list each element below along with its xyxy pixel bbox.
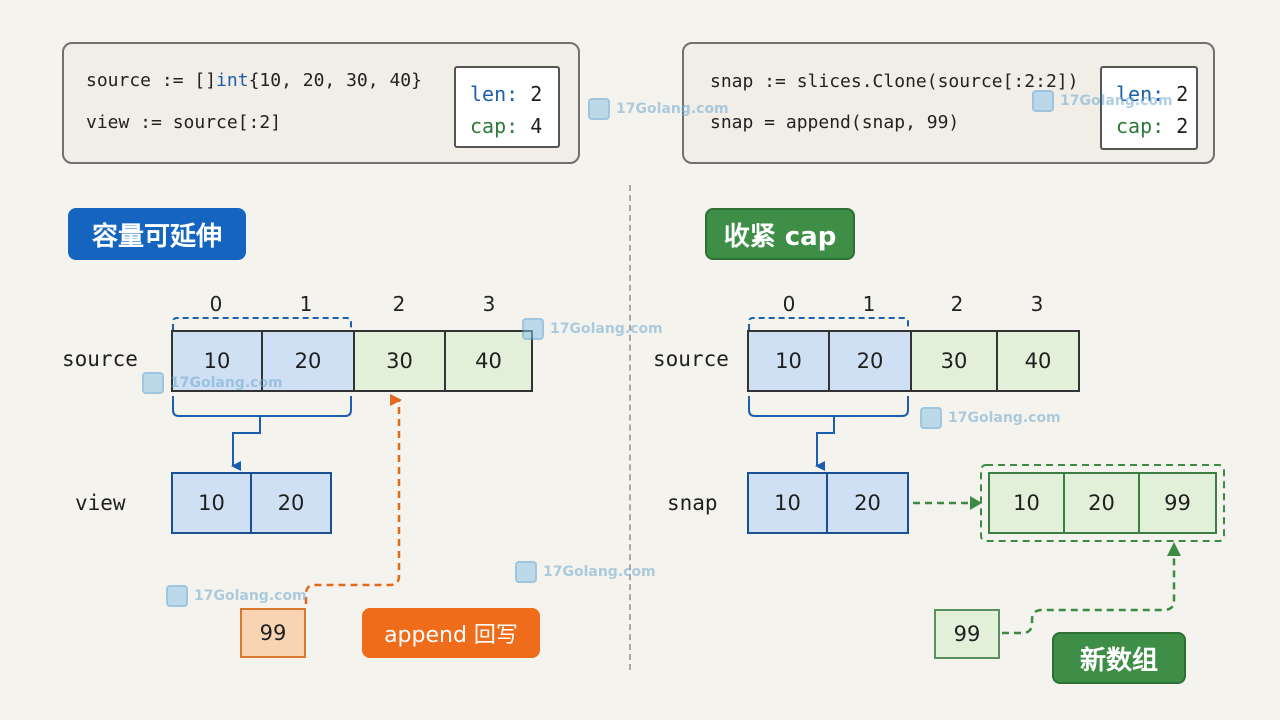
append-to-new-array-arrow [1002,554,1176,635]
left-code-line-2: view := source[:2] [86,112,282,133]
right-len-cap-box: len: 2 cap: 2 [1100,66,1198,150]
array-cell: 20 [263,332,355,390]
cap-label: cap: [1116,114,1165,138]
capacity-extendable-pill: 容量可延伸 [68,208,246,260]
array-cell: 30 [355,332,446,390]
append-write-back-pill: append 回写 [362,608,540,658]
cap-value: 2 [1176,114,1189,138]
right-snap-label: snap [667,491,718,515]
len-label: len: [470,82,519,106]
len-value: 2 [530,82,543,106]
right-append-value-box: 99 [934,609,1000,659]
right-code-panel: snap := slices.Clone(source[:2:2]) snap … [682,42,1215,164]
right-source-label: source [653,347,729,371]
view-array: 10 20 [171,472,332,534]
array-cell: 10 [173,332,263,390]
center-divider [629,185,631,670]
cap-value: 4 [530,114,543,138]
len-value: 2 [1176,82,1189,106]
new-array: 10 20 99 [988,472,1217,534]
tighten-cap-pill: 收紧 cap [705,208,855,260]
right-brace-to-snap-arrow [815,416,835,471]
array-cell: 99 [1140,474,1215,532]
left-cap-line: cap: 4 [470,114,542,138]
array-cell: 40 [446,332,531,390]
index-label: 1 [299,292,313,316]
array-cell: 20 [252,474,330,532]
code-text: {10, 20, 30, 40} [248,70,422,91]
array-cell: 20 [828,474,907,532]
right-code-line-2: snap = append(snap, 99) [710,112,960,133]
right-cap-line: cap: 2 [1116,114,1188,138]
code-text: source := [] [86,70,217,91]
new-array-pill: 新数组 [1052,632,1186,684]
len-label: len: [1116,82,1165,106]
left-source-array: 10 20 30 40 [171,330,533,392]
code-keyword: int [216,70,249,91]
append-write-back-arrow [304,394,402,604]
index-label: 2 [950,292,964,316]
array-cell: 20 [1065,474,1140,532]
left-source-label: source [62,347,138,371]
snap-array: 10 20 [747,472,909,534]
right-source-array: 10 20 30 40 [747,330,1080,392]
index-label: 3 [482,292,496,316]
left-code-line-1: source := []int{10, 20, 30, 40} [86,70,422,91]
index-label: 0 [782,292,796,316]
index-label: 1 [862,292,876,316]
array-cell: 30 [912,332,998,390]
right-len-line: len: 2 [1116,82,1188,106]
left-len-line: len: 2 [470,82,542,106]
append-value-box: 99 [240,608,306,658]
index-label: 2 [392,292,406,316]
left-bottom-brace [172,396,352,417]
array-cell: 10 [749,474,828,532]
left-len-dashed-bracket [172,317,352,330]
array-cell: 10 [990,474,1065,532]
left-code-panel: source := []int{10, 20, 30, 40} view := … [62,42,580,164]
left-view-label: view [75,491,126,515]
left-brace-to-view-arrow [231,416,261,471]
array-cell: 10 [173,474,252,532]
new-array-dashed-outline [980,464,1225,542]
right-len-dashed-bracket [748,317,909,330]
left-len-cap-box: len: 2 cap: 4 [454,66,560,148]
index-label: 0 [209,292,223,316]
right-bottom-brace [748,396,909,417]
right-code-line-1: snap := slices.Clone(source[:2:2]) [710,71,1079,92]
array-cell: 40 [998,332,1078,390]
index-label: 3 [1030,292,1044,316]
array-cell: 20 [830,332,912,390]
cap-label: cap: [470,114,519,138]
array-cell: 10 [749,332,830,390]
